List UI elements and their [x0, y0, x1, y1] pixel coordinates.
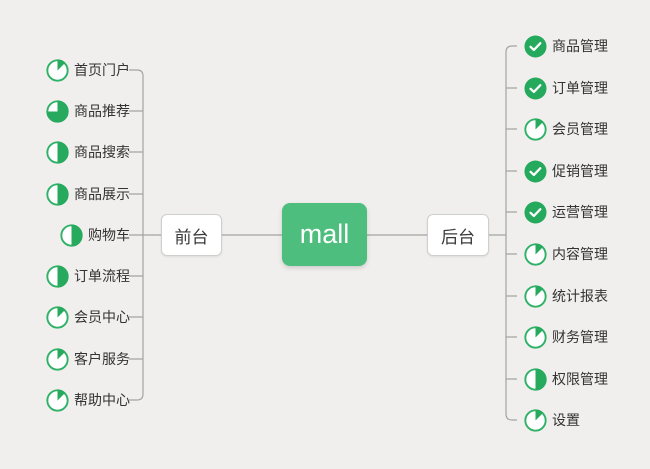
leaf-label: 首页门户 [74, 62, 130, 78]
check-done-icon[interactable] [524, 34, 547, 58]
branch-node-backend[interactable]: 后台 [427, 214, 489, 256]
leaf-node-right-7[interactable]: 财务管理 [524, 325, 608, 349]
branch-node-frontend[interactable]: 前台 [161, 214, 222, 256]
pie-progress-icon[interactable] [46, 58, 69, 82]
leaf-node-left-1[interactable]: 商品推荐 [46, 99, 130, 123]
pie-progress-icon[interactable] [524, 242, 547, 266]
leaf-node-left-8[interactable]: 帮助中心 [46, 388, 130, 412]
pie-progress-icon[interactable] [46, 99, 69, 123]
check-done-icon[interactable] [524, 200, 547, 224]
leaf-node-right-0[interactable]: 商品管理 [524, 34, 608, 58]
leaf-node-left-2[interactable]: 商品搜索 [46, 140, 130, 164]
pie-progress-icon[interactable] [46, 140, 69, 164]
leaf-label: 客户服务 [74, 351, 130, 367]
leaf-label: 帮助中心 [74, 392, 130, 408]
leaf-label: 促销管理 [552, 163, 608, 179]
leaf-label: 权限管理 [552, 371, 608, 387]
leaf-node-right-2[interactable]: 会员管理 [524, 117, 608, 141]
leaf-label: 统计报表 [552, 288, 608, 304]
leaf-node-right-3[interactable]: 促销管理 [524, 159, 608, 183]
pie-progress-icon[interactable] [46, 182, 69, 206]
leaf-node-right-4[interactable]: 运营管理 [524, 200, 608, 224]
leaf-node-right-8[interactable]: 权限管理 [524, 367, 608, 391]
leaf-label: 商品展示 [74, 186, 130, 202]
leaf-node-left-0[interactable]: 首页门户 [46, 58, 130, 82]
leaf-label: 会员管理 [552, 121, 608, 137]
leaf-label: 订单流程 [74, 268, 130, 284]
pie-progress-icon[interactable] [524, 367, 547, 391]
leaf-node-right-9[interactable]: 设置 [524, 408, 580, 432]
pie-progress-icon[interactable] [524, 117, 547, 141]
leaf-label: 商品推荐 [74, 103, 130, 119]
pie-progress-icon[interactable] [524, 284, 547, 308]
leaf-label: 设置 [552, 412, 580, 428]
pie-progress-icon[interactable] [524, 408, 547, 432]
leaf-label: 运营管理 [552, 204, 608, 220]
root-node-mall[interactable]: mall [282, 203, 367, 266]
pie-progress-icon[interactable] [46, 388, 69, 412]
check-done-icon[interactable] [524, 159, 547, 183]
leaf-label: 会员中心 [74, 309, 130, 325]
leaf-node-left-5[interactable]: 订单流程 [46, 264, 130, 288]
leaf-node-left-3[interactable]: 商品展示 [46, 182, 130, 206]
leaf-node-left-4[interactable]: 购物车 [60, 223, 130, 247]
pie-progress-icon[interactable] [46, 264, 69, 288]
pie-progress-icon[interactable] [46, 305, 69, 329]
leaf-node-left-6[interactable]: 会员中心 [46, 305, 130, 329]
leaf-node-right-6[interactable]: 统计报表 [524, 284, 608, 308]
leaf-node-right-5[interactable]: 内容管理 [524, 242, 608, 266]
check-done-icon[interactable] [524, 76, 547, 100]
leaf-node-left-7[interactable]: 客户服务 [46, 347, 130, 371]
leaf-label: 购物车 [88, 227, 130, 243]
leaf-label: 商品管理 [552, 38, 608, 54]
leaf-label: 内容管理 [552, 246, 608, 262]
pie-progress-icon[interactable] [524, 325, 547, 349]
leaf-label: 订单管理 [552, 80, 608, 96]
leaf-label: 商品搜索 [74, 144, 130, 160]
leaf-node-right-1[interactable]: 订单管理 [524, 76, 608, 100]
pie-progress-icon[interactable] [60, 223, 83, 247]
pie-progress-icon[interactable] [46, 347, 69, 371]
leaf-label: 财务管理 [552, 329, 608, 345]
